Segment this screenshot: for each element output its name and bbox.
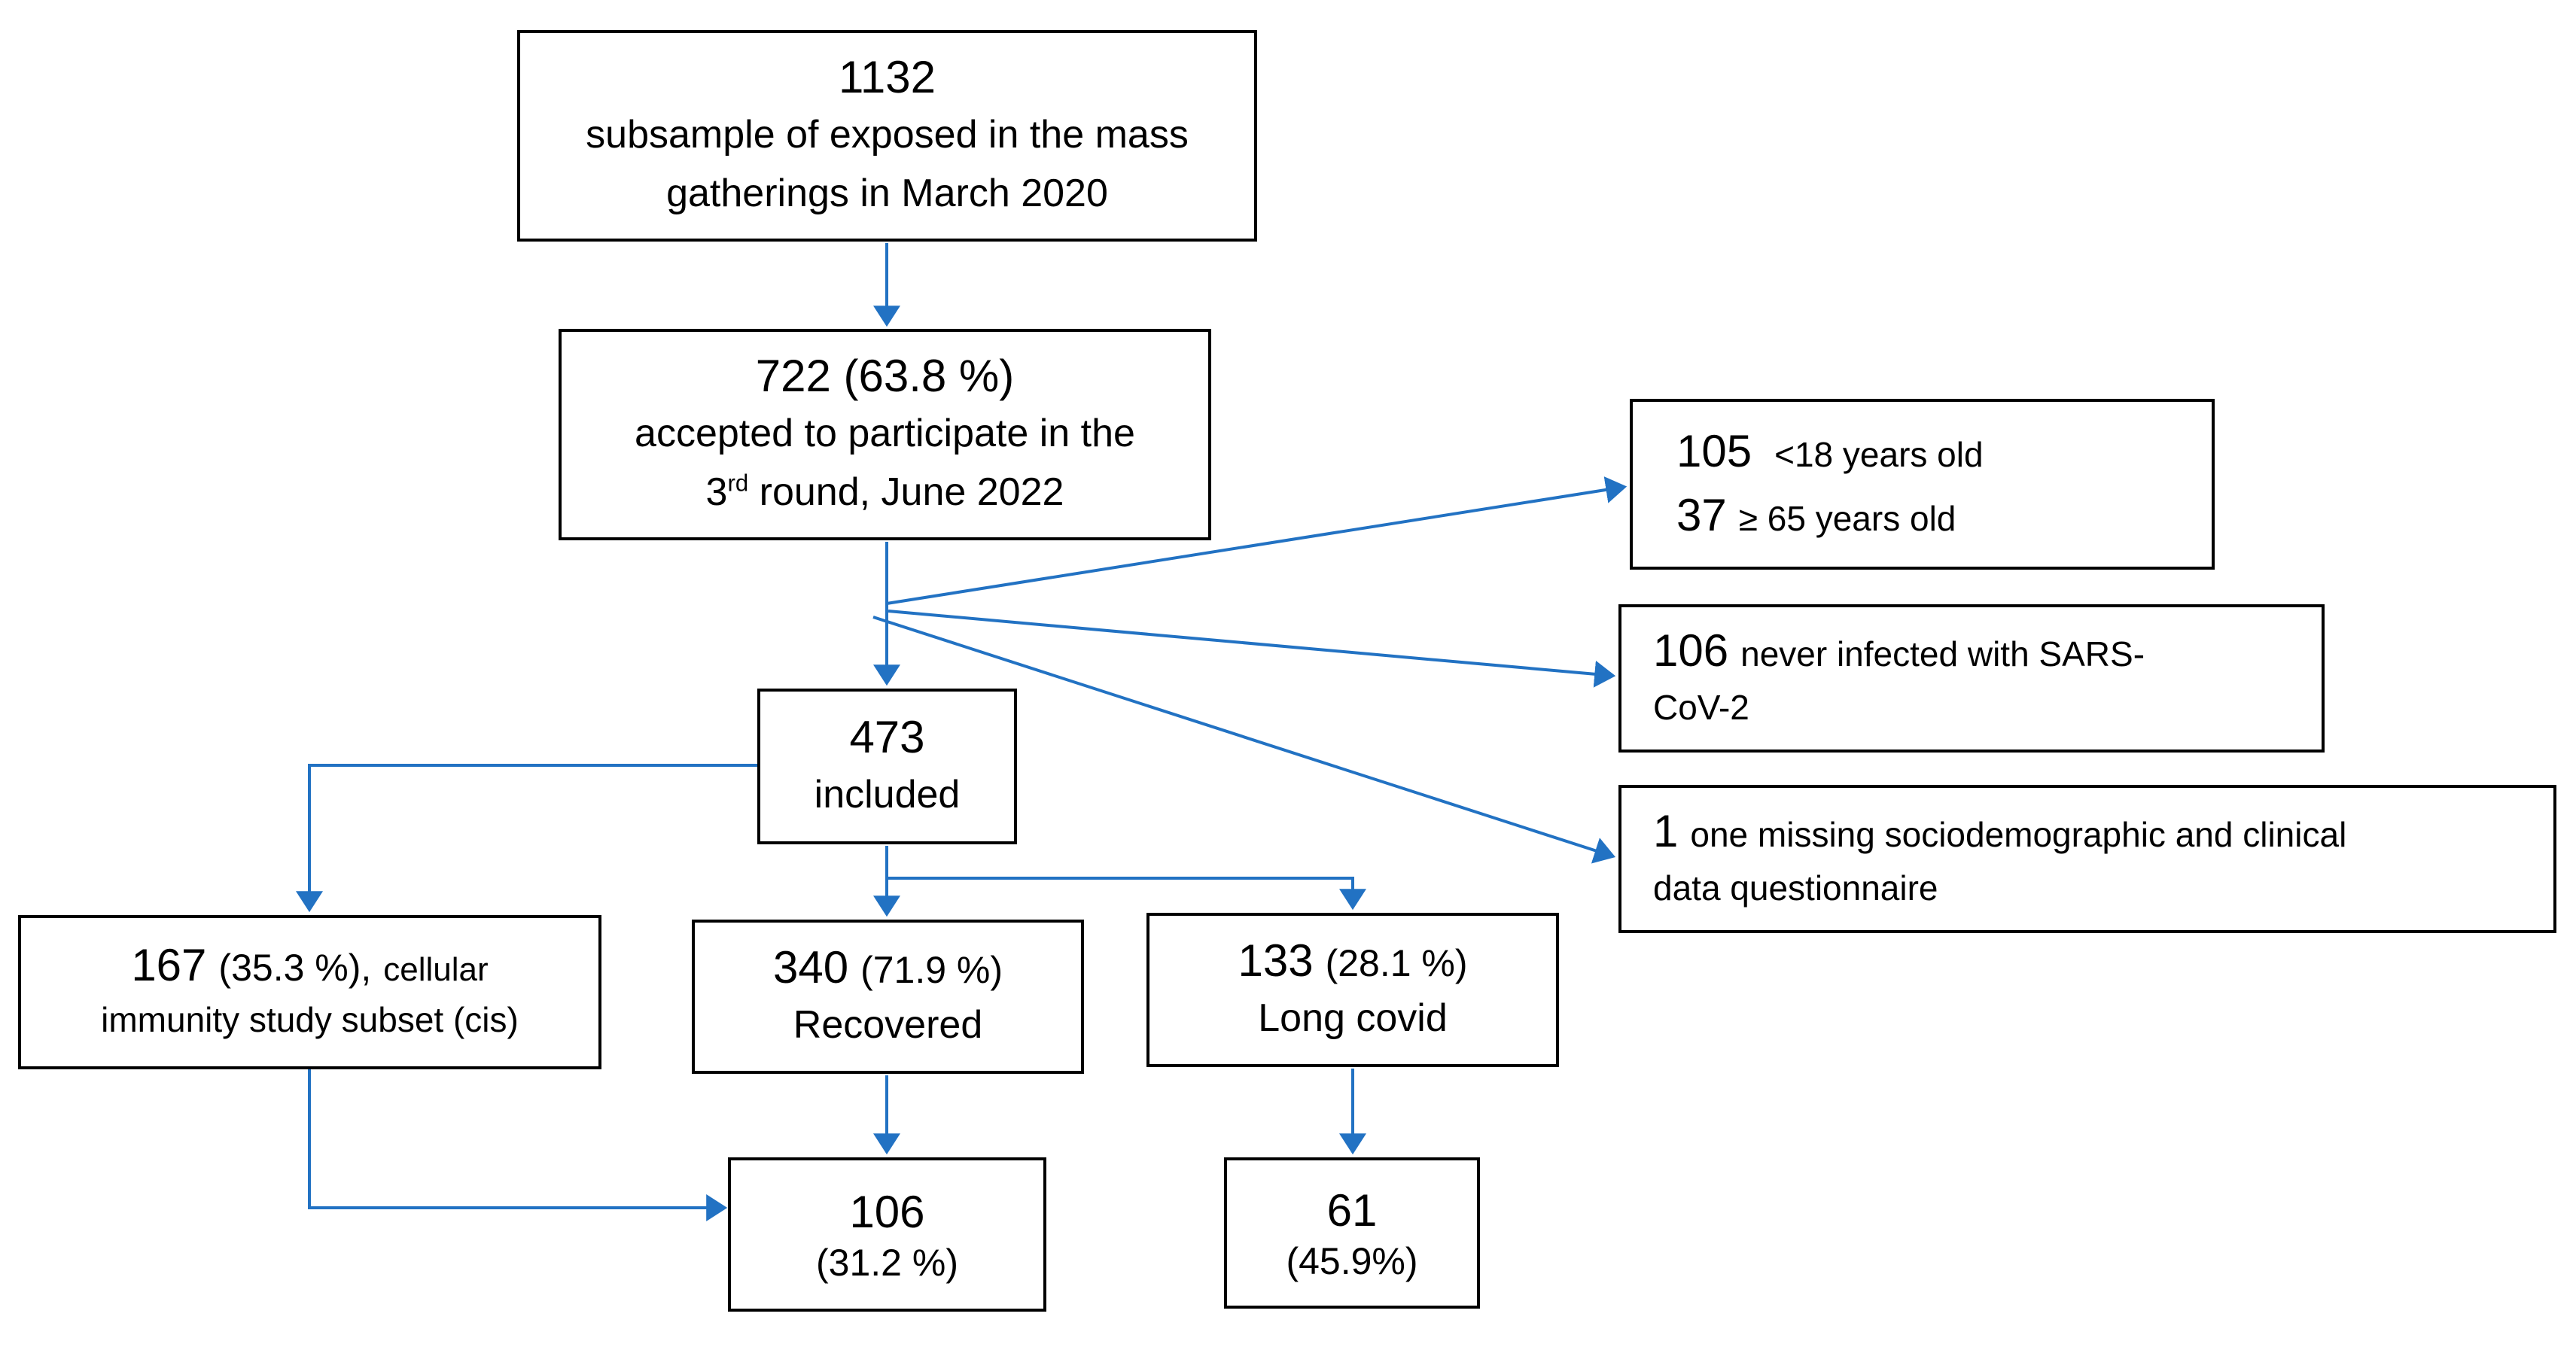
node-cis-subset: 167 (35.3 %), cellular immunity study subs…: [18, 915, 601, 1069]
never-infected-count: 106: [1653, 625, 1729, 676]
accepted-ordinal-suffix: rd: [727, 470, 749, 497]
included-label: included: [814, 773, 961, 816]
node-never-infected: 106 never infected with SARS- CoV-2: [1618, 604, 2325, 753]
cis-subset-percent: (35.3 %),: [218, 947, 372, 990]
age-excluded-over65-row: 37 ≥ 65 years old: [1676, 487, 1956, 546]
node-recovered-cis: 106 (31.2 %): [728, 1157, 1046, 1312]
recovered-cis-percent: (31.2 %): [816, 1242, 958, 1284]
age-excluded-under18-row: 105 <18 years old: [1676, 423, 1984, 482]
cis-subset-count: 167: [131, 940, 207, 991]
recovered-label: Recovered: [793, 1003, 983, 1047]
never-infected-label-line2: CoV-2: [1653, 688, 1749, 727]
long-covid-cis-percent: (45.9%): [1286, 1240, 1418, 1282]
never-infected-label-line1: never infected with SARS-: [1740, 634, 2145, 674]
accepted-count: 722 (63.8 %): [755, 351, 1015, 401]
included-count: 473: [849, 712, 925, 762]
recovered-percent: (71.9 %): [860, 949, 1003, 991]
connector-accepted-to-never-infected: [888, 610, 1616, 688]
recovered-line1: 340 (71.9 %): [773, 939, 1003, 996]
subsample-count: 1132: [838, 52, 936, 102]
node-accepted: 722 (63.8 %) accepted to participate in …: [559, 329, 1211, 540]
long-covid-line1: 133 (28.1 %): [1238, 932, 1467, 989]
missing-questionnaire-label-line2: data questionnaire: [1653, 868, 1938, 908]
connector-included-to-long-covid: [887, 877, 1366, 911]
long-covid-label: Long covid: [1258, 996, 1448, 1040]
missing-questionnaire-line1: 1 one missing sociodemographic and clinic…: [1653, 803, 2346, 862]
age-excluded-over65-count: 37: [1676, 489, 1727, 540]
accepted-round-rest: round, June 2022: [748, 470, 1064, 514]
node-long-covid-cis: 61 (45.9%): [1224, 1157, 1480, 1309]
never-infected-line1: 106 never infected with SARS-: [1653, 622, 2145, 681]
missing-questionnaire-label-line1: one missing sociodemographic and clinica…: [1690, 814, 2347, 854]
node-long-covid: 133 (28.1 %) Long covid: [1146, 913, 1559, 1067]
age-excluded-over65-label: ≥ 65 years old: [1738, 498, 1956, 538]
cis-subset-line1: 167 (35.3 %), cellular: [131, 937, 488, 993]
subsample-label-line1: subsample of exposed in the mass: [586, 113, 1189, 157]
long-covid-percent: (28.1 %): [1325, 942, 1468, 984]
node-subsample: 1132 subsample of exposed in the mass ga…: [517, 30, 1257, 242]
missing-questionnaire-count: 1: [1653, 805, 1679, 856]
connector-cis-to-recovered-cis: [308, 1069, 728, 1221]
recovered-cis-count: 106: [849, 1187, 925, 1237]
accepted-label-line1: accepted to participate in the: [635, 412, 1135, 455]
long-covid-cis-count: 61: [1326, 1185, 1378, 1236]
connector-accepted-to-age-excluded: [886, 476, 1628, 605]
subsample-label-line2: gatherings in March 2020: [666, 172, 1108, 215]
recovered-count: 340: [772, 942, 849, 993]
connector-included-to-cis: [296, 764, 757, 913]
accepted-label-line2: 3rd round, June 2022: [706, 463, 1064, 521]
node-included: 473 included: [757, 689, 1017, 844]
connector-accepted-to-missing-questionnaire: [872, 616, 1616, 864]
cis-subset-label-inline: cellular: [383, 951, 489, 989]
age-excluded-under18-count: 105: [1676, 426, 1752, 477]
node-age-excluded: 105 <18 years old 37 ≥ 65 years old: [1630, 399, 2215, 570]
accepted-round-number: 3: [705, 470, 728, 514]
long-covid-count: 133: [1238, 935, 1314, 986]
age-excluded-under18-label: <18 years old: [1774, 435, 1984, 475]
node-missing-questionnaire: 1 one missing sociodemographic and clinic…: [1618, 785, 2556, 933]
cis-subset-label-line2: immunity study subset (cis): [101, 1000, 519, 1040]
node-recovered: 340 (71.9 %) Recovered: [692, 920, 1084, 1074]
